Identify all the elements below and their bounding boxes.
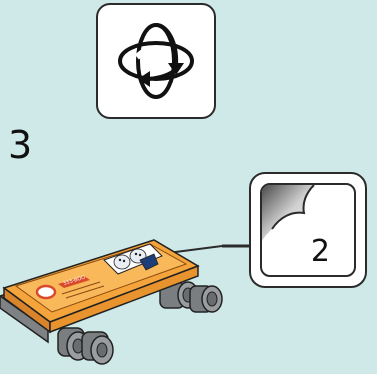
sticker-peel-icon	[262, 185, 315, 241]
ghost-character-sticker	[103, 243, 163, 275]
sticker-quantity: 2	[310, 234, 330, 269]
sticker-frame: 2	[260, 183, 356, 277]
step-number: 3	[8, 123, 33, 167]
rotate-icon	[118, 22, 194, 99]
lego-assembly: 555-BOO	[0, 239, 223, 365]
rear-wheel-right	[189, 285, 223, 313]
rotate-callout	[96, 3, 216, 119]
sticker-callout: 2	[249, 172, 367, 288]
front-wheel-right	[81, 331, 114, 365]
